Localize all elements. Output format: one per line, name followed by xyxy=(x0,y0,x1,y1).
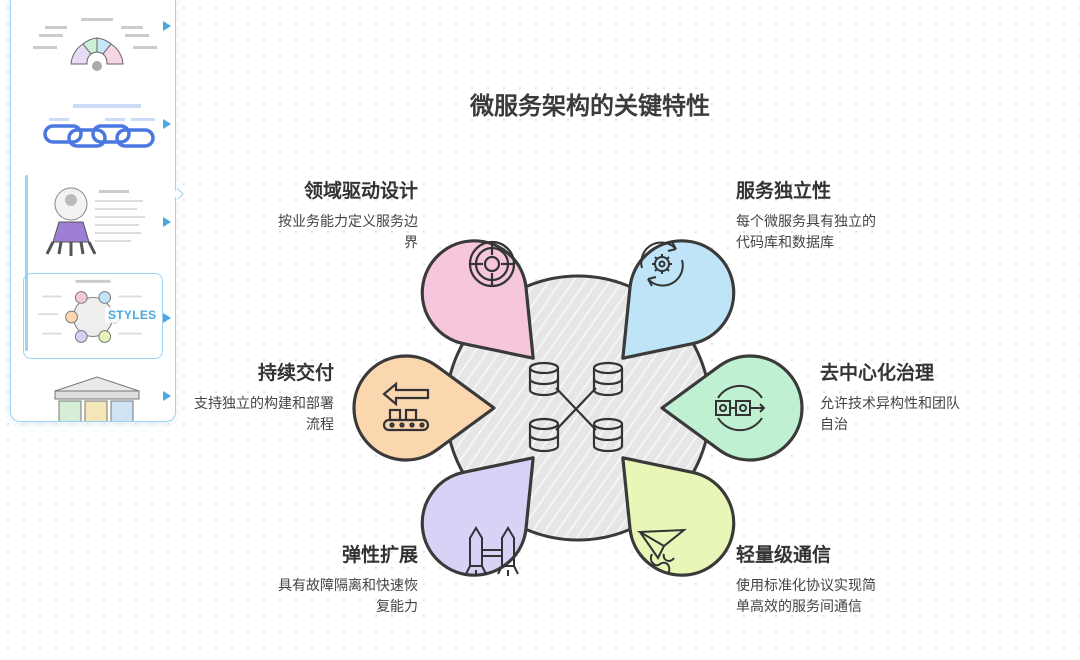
feature-desc-continuous-delivery: 支持独立的构建和部署流程 xyxy=(194,396,334,433)
paper-plane-icon xyxy=(636,528,688,575)
style-panel: STYLES xyxy=(10,0,176,422)
gear-cycle-icon xyxy=(640,241,684,287)
chevron-right-icon xyxy=(163,21,171,31)
style-thumb-3[interactable] xyxy=(25,177,175,267)
conveyor-icon xyxy=(382,381,430,432)
feature-desc-decentralized: 允许技术异构性和团队自治 xyxy=(820,396,960,433)
page-title: 微服务架构的关键特性 xyxy=(470,92,710,120)
chevron-right-icon xyxy=(163,313,171,323)
target-icon xyxy=(468,240,516,288)
rocket-icon xyxy=(465,526,519,576)
feature-desc-domain-driven: 按业务能力定义服务边界 xyxy=(278,214,418,251)
chevron-right-icon xyxy=(163,391,171,401)
scrollbar[interactable] xyxy=(25,175,28,351)
petal-6 xyxy=(621,456,736,577)
petal-2 xyxy=(621,239,736,360)
feature-desc-lightweight: 使用标准化协议实现简单高效的服务间通信 xyxy=(736,578,876,615)
petal-5 xyxy=(420,456,535,577)
style-thumb-5[interactable] xyxy=(25,373,175,421)
decentral-icon xyxy=(715,384,766,432)
chevron-right-icon xyxy=(163,217,171,227)
style-thumb-1[interactable] xyxy=(25,0,175,89)
chevron-right-icon xyxy=(163,119,171,129)
feature-desc-independence: 每个微服务具有独立的代码库和数据库 xyxy=(736,214,876,251)
style-thumb-4-selected[interactable] xyxy=(23,273,163,359)
petal-3 xyxy=(352,354,496,462)
feature-desc-elastic: 具有故障隔离和快速恢复能力 xyxy=(278,578,418,615)
styles-badge[interactable]: STYLES xyxy=(105,307,160,323)
feature-title-decentralized: 去中心化治理 xyxy=(820,362,935,384)
feature-title-independence: 服务独立性 xyxy=(736,180,832,202)
database-network-icon xyxy=(528,361,624,453)
feature-title-lightweight: 轻量级通信 xyxy=(736,544,832,566)
feature-title-continuous-delivery: 持续交付 xyxy=(257,362,334,384)
feature-title-elastic: 弹性扩展 xyxy=(341,544,418,566)
style-thumb-2[interactable] xyxy=(25,85,175,175)
feature-title-domain-driven: 领域驱动设计 xyxy=(303,180,418,202)
